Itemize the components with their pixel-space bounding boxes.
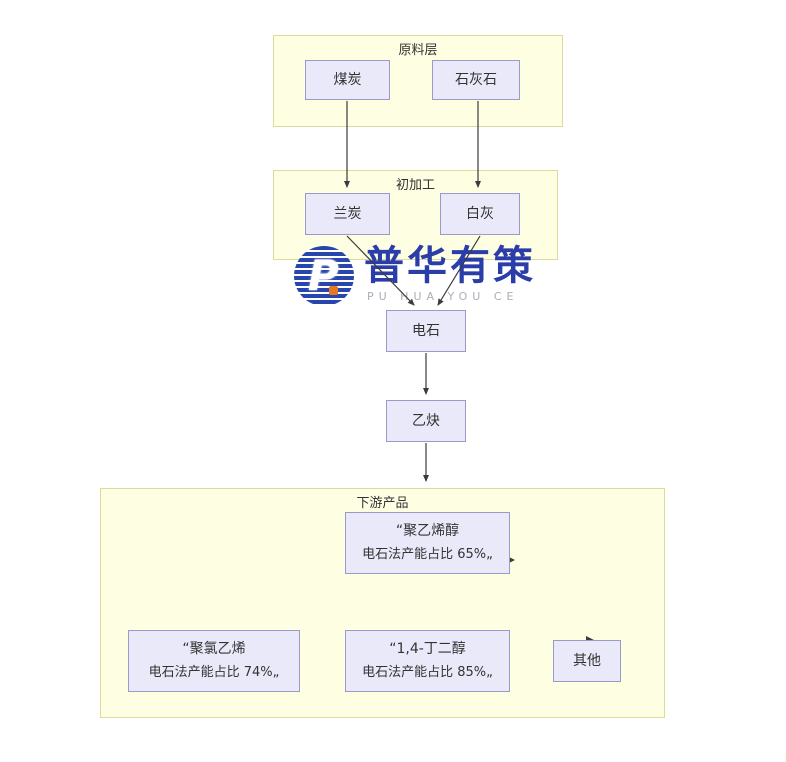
node-carbide-label: 电石 [412,322,440,339]
group-primary-processing-label: 初加工 [395,178,435,193]
node-limestone-label: 石灰石 [455,71,497,88]
node-limestone: 石灰石 [432,60,520,100]
brand-watermark: P 普华有策 PU HUA YOU CE [294,243,564,309]
node-bdo-share: 电石法产能占比 85%„ [362,664,493,680]
node-pvc-name: “聚氯乙烯 [182,641,246,658]
node-acetylene-label: 乙炔 [412,412,440,429]
node-semicoke: 兰炭 [305,193,390,235]
node-coal-label: 煤炭 [333,71,362,88]
node-pva-share: 电石法产能占比 65%„ [362,546,493,562]
node-acetylene: 乙炔 [386,400,466,442]
node-bdo: “1,4-丁二醇 电石法产能占比 85%„ [345,630,510,692]
node-pva-name: “聚乙烯醇 [395,523,460,540]
brand-text-block: 普华有策 PU HUA YOU CE [364,243,536,303]
brand-name: 普华有策 [364,243,536,289]
node-pvc-share: 电石法产能占比 74%„ [148,664,280,680]
node-coal: 煤炭 [305,60,390,100]
node-carbide: 电石 [386,310,466,352]
node-lime: 白灰 [440,193,520,235]
node-other: 其他 [553,640,621,682]
node-pvc: “聚氯乙烯 电石法产能占比 74%„ [128,630,300,692]
node-other-label: 其他 [573,652,601,669]
node-pva: “聚乙烯醇 电石法产能占比 65%„ [345,512,510,574]
node-semicoke-label: 兰炭 [333,205,362,222]
group-raw-materials-label: 原料层 [398,43,438,58]
group-downstream-products-label: 下游产品 [356,496,409,511]
brand-logo-icon: P [294,246,354,306]
node-bdo-name: “1,4-丁二醇 [389,641,466,658]
brand-subtitle: PU HUA YOU CE [367,290,519,303]
logo-orange-dot [329,286,338,295]
node-lime-label: 白灰 [466,205,494,222]
